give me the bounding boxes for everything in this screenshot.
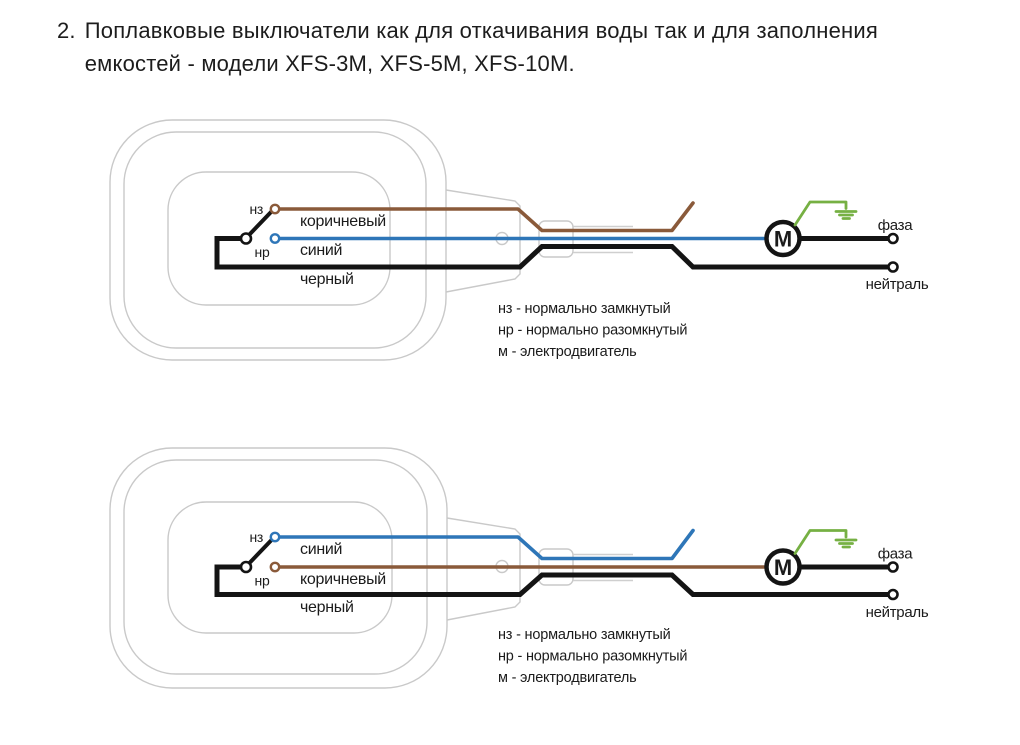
legend: нз - нормально замкнутый нр - нормально … bbox=[498, 627, 688, 686]
wire-black bbox=[214, 564, 891, 597]
no-contact bbox=[269, 233, 281, 244]
cable-funnel bbox=[446, 517, 521, 621]
neutral-label: нейтраль bbox=[866, 276, 929, 293]
wire-bottom-label: черный bbox=[300, 599, 354, 616]
no-label: нр bbox=[255, 573, 270, 589]
motor-letter: М bbox=[774, 227, 792, 252]
legend: нз - нормально замкнутый нр - нормально … bbox=[498, 301, 688, 360]
section-title-text: Поплавковые выключатели как для откачива… bbox=[85, 14, 878, 80]
cable-funnel bbox=[445, 189, 521, 293]
nc-label: нз bbox=[249, 201, 263, 217]
motor-circle bbox=[764, 548, 802, 586]
motor-letter: М bbox=[774, 555, 792, 580]
ground-icon bbox=[834, 538, 858, 549]
diagram-2: М нз нр синий коричневый черный фаза ней… bbox=[109, 447, 929, 689]
switch-arm bbox=[246, 537, 274, 567]
no-contact bbox=[269, 561, 281, 573]
legend-line: нр - нормально разомкнутый bbox=[498, 323, 687, 339]
common-terminal bbox=[239, 232, 253, 245]
wire-top-label: синий bbox=[300, 541, 342, 558]
legend-line: нр - нормально разомкнутый bbox=[498, 649, 687, 665]
phase-label: фаза bbox=[878, 546, 913, 563]
motor-circle bbox=[764, 219, 802, 258]
common-terminal bbox=[239, 560, 253, 574]
section-title: 2. Поплавковые выключатели как для откач… bbox=[57, 14, 878, 80]
ground-wire bbox=[793, 200, 848, 227]
switch-arm bbox=[246, 209, 274, 238]
title-line-2: емкостей - модели XFS-3M, XFS-5M, XFS-10… bbox=[84, 51, 575, 76]
wire-top-label: коричневый bbox=[300, 213, 386, 230]
legend-line: нз - нормально замкнутый bbox=[498, 627, 671, 643]
wire-middle-label: синий bbox=[300, 242, 342, 259]
legend-line: м - электродвигатель bbox=[498, 344, 636, 360]
phase-label: фаза bbox=[878, 217, 913, 234]
ground-wire bbox=[793, 529, 848, 555]
wire-blue bbox=[277, 528, 695, 561]
nc-label: нз bbox=[249, 529, 263, 545]
wire-brown bbox=[277, 201, 695, 233]
nc-contact bbox=[269, 203, 281, 215]
phase-terminal bbox=[887, 232, 899, 245]
legend-line: м - электродвигатель bbox=[498, 670, 636, 686]
legend-line: нз - нормально замкнутый bbox=[498, 301, 671, 317]
neutral-terminal bbox=[887, 588, 899, 601]
title-line-1: Поплавковые выключатели как для откачива… bbox=[84, 18, 879, 43]
neutral-terminal bbox=[887, 261, 899, 273]
diagram-1: М нз нр коричневый синий черный фаза ней… bbox=[109, 119, 929, 361]
wire-black bbox=[214, 236, 891, 270]
nc-contact bbox=[269, 531, 281, 543]
phase-terminal bbox=[887, 561, 899, 573]
neutral-label: нейтраль bbox=[866, 604, 929, 621]
section-number: 2. bbox=[57, 18, 76, 43]
ground-icon bbox=[834, 210, 858, 220]
wire-middle-label: коричневый bbox=[300, 571, 386, 588]
no-label: нр bbox=[255, 244, 270, 260]
wire-bottom-label: черный bbox=[300, 271, 354, 288]
